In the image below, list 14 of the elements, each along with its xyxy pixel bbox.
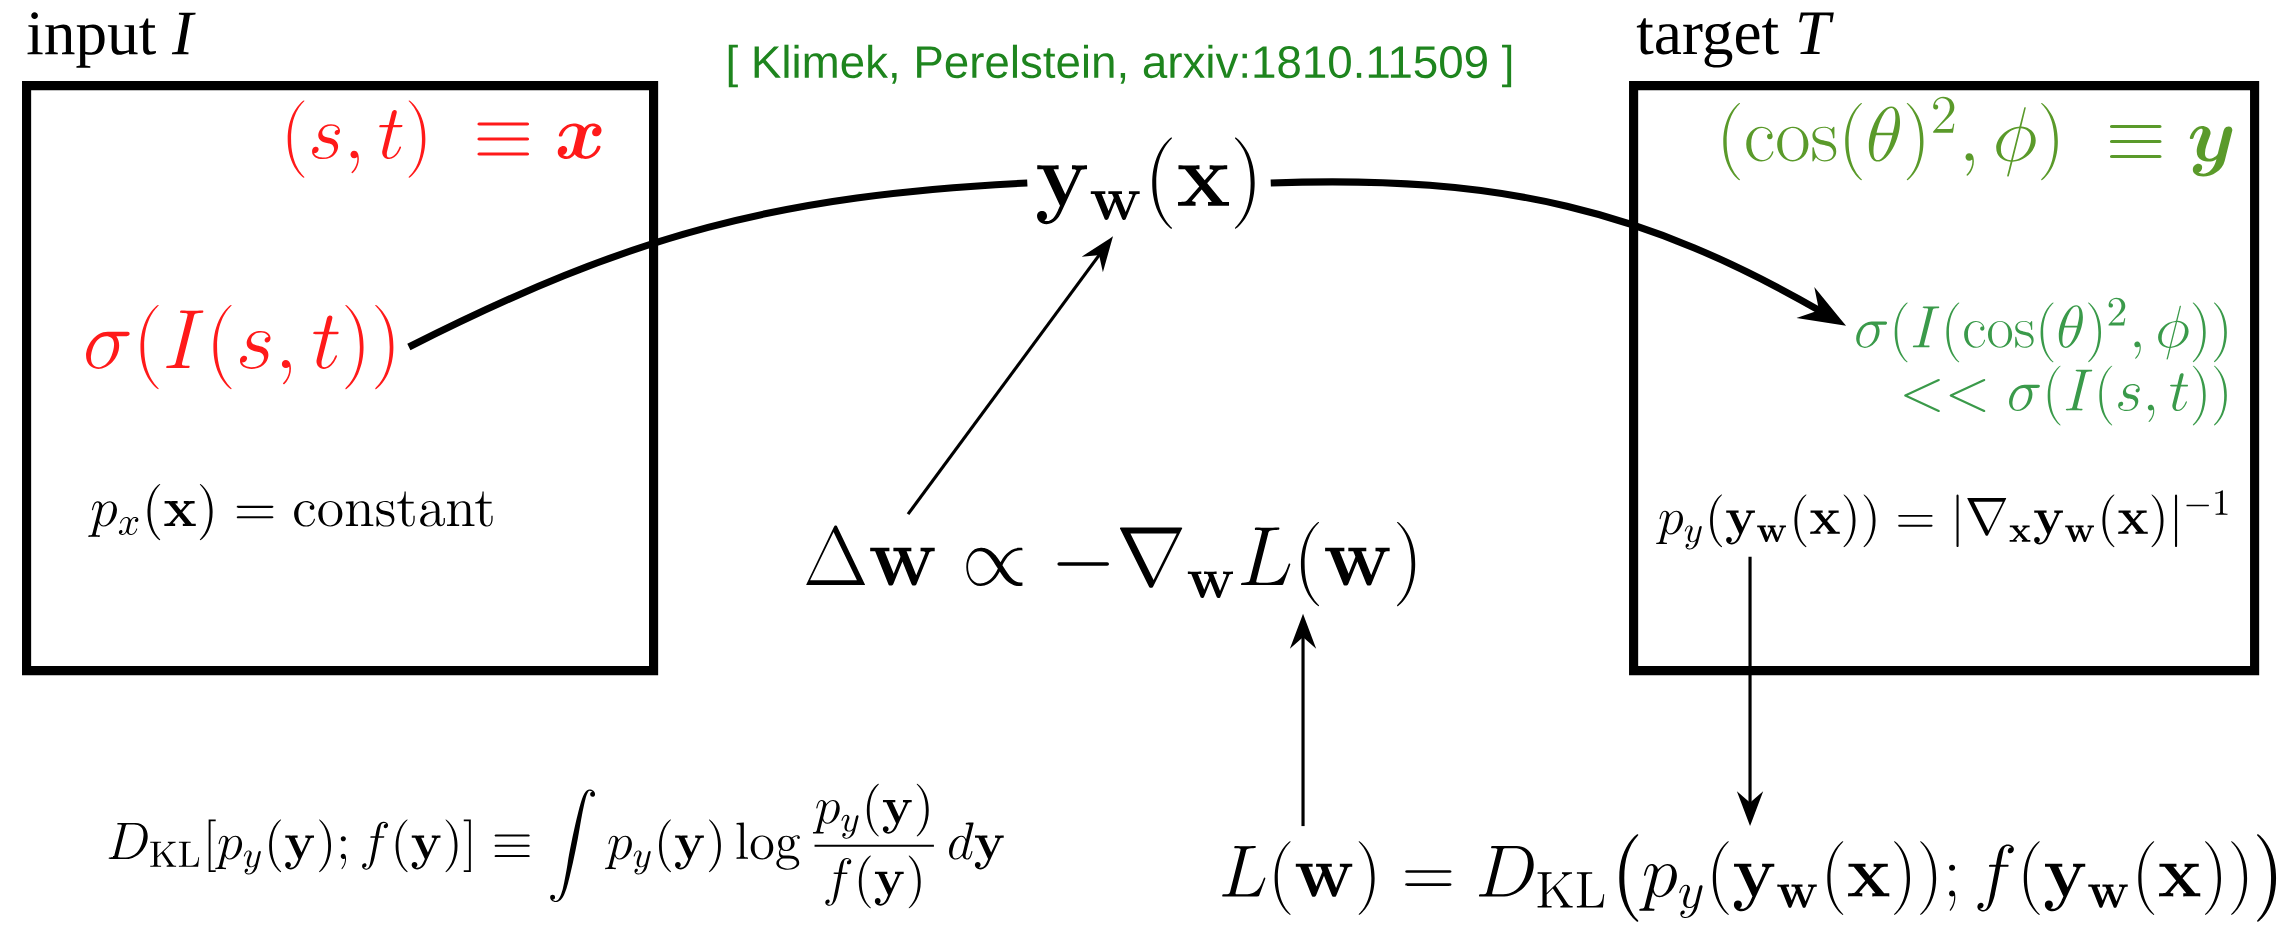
formula: $D_{\mathrm{KL}}[p_y(\mathbf{y}); f(\mathbf{y})] \equiv \int p_y(\mathbf{y}) \log\frac{p_y(\mathbf{y})}{f(\mathbf{y})}\, d\mathbf{y}$ — [108, 783, 1004, 909]
formula: $(\cos(\theta)^2,\phi)\ \equiv \boldsymbol{y}$ — [1723, 96, 2233, 181]
box-heading: input I — [27, 12, 196, 68]
formula: $\sigma(I(\cos(\theta)^2,\phi))$ $<< \sigma(I(s,t))$ — [1856, 297, 2227, 426]
formula: $p_y(\mathbf{y}_{\mathbf{w}}(\mathbf{x})) = |\nabla_{\mathbf{x}}\mathbf{y}_{\mathbf{w}}(\mathbf{x})|^{-1}$ — [1656, 490, 2228, 550]
formula: $p_x(\mathbf{x}) = \mathrm{constant}$ — [88, 483, 493, 541]
formula: $\mathbf{y}_{\mathbf{w}}(\mathbf{x})$ — [1037, 137, 1255, 229]
box-heading: target T — [1636, 12, 1834, 68]
formula: $\sigma(I(s,t))$ — [86, 304, 394, 390]
formula: $L(\mathbf{w}) = D_{\mathrm{KL}}\big(p_y(\mathbf{y}_{\mathbf{w}}(\mathbf{x})); f(\mathbf{y}_{\mathbf{w}}(\mathbf{x}))\big)$ — [1222, 834, 2277, 922]
formula: $(s,t)\ \equiv \boldsymbol{x}$ — [287, 100, 602, 178]
citation-text: [ Klimek, Perelstein, arxiv:1810.11509 ] — [728, 44, 1512, 88]
formula: $\Delta\mathbf{w} \propto -\nabla_{\mathbf{w}} L(\mathbf{w})$ — [806, 521, 1416, 607]
curve-line — [407, 179, 1028, 351]
